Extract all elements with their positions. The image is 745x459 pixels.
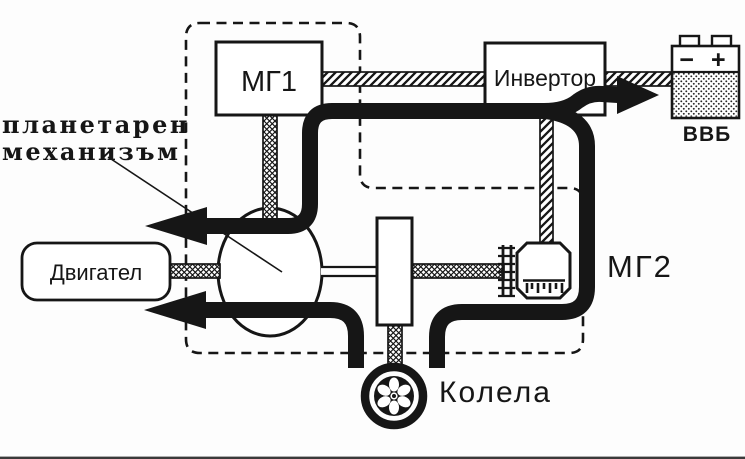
power-flow-wheels-left-arrow [204, 302, 364, 368]
shaft-planetary-gear [321, 265, 379, 278]
battery-icon [670, 34, 741, 120]
power-flow-down-to-wheels-right [429, 103, 595, 368]
battery-label: ВВБ [683, 123, 731, 146]
shaft-engine-planetary [167, 263, 221, 279]
electric-link-inverter-battery [602, 71, 675, 87]
wheels-label: Колела [439, 376, 552, 409]
inverter-label: Инвертор [494, 65, 596, 91]
power-flow-planetary-to-battery [204, 85, 619, 234]
arrowhead-left-upper [145, 207, 207, 245]
mg1-label: МГ1 [241, 66, 297, 98]
mg2-commutator-icon [523, 279, 565, 293]
mg2-coil-ladder-icon [498, 245, 515, 298]
arrowhead-right-battery [617, 76, 659, 114]
mg2-label: МГ2 [607, 249, 673, 284]
planetary-label-line1: планетарен [2, 110, 190, 139]
shaft-gear-mg2 [409, 263, 505, 279]
scan-edge-artifact [0, 456, 745, 459]
mg2-motor-icon [498, 241, 572, 300]
arrowhead-left-lower [144, 291, 206, 329]
mg1-box [214, 40, 324, 117]
shaft-mg1-planetary [262, 112, 278, 221]
wheel-icon [360, 362, 428, 430]
engine-label: Двигател [50, 260, 142, 285]
engine-box [20, 241, 172, 302]
reduction-gear-box [375, 216, 414, 327]
planetary-label-line2: механизъм [2, 137, 180, 166]
power-flow-paths [204, 85, 619, 368]
battery-polarity-label: − + [679, 46, 730, 74]
electric-link-mg1-inverter [319, 71, 488, 87]
electric-link-inverter-mg2 [539, 112, 554, 247]
shaft-gear-wheels [387, 322, 403, 368]
